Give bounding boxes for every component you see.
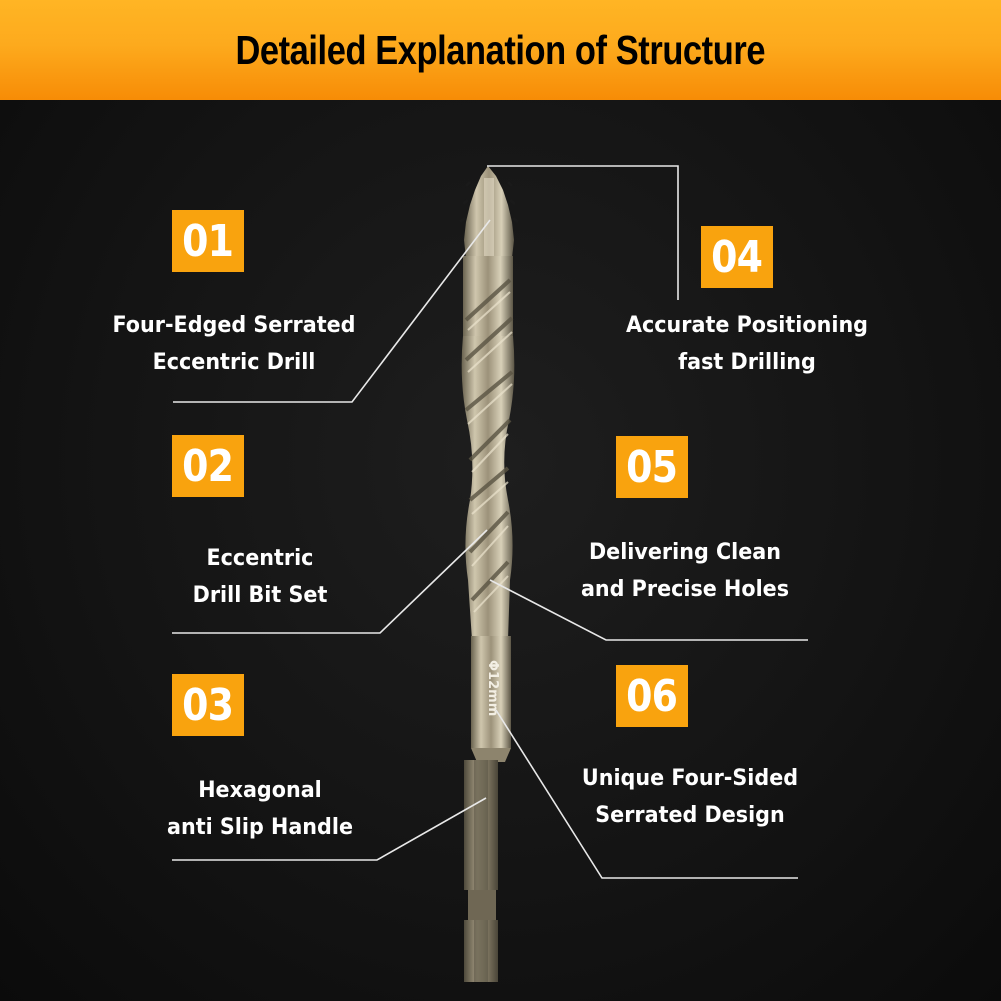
badge-01: 01 bbox=[172, 210, 244, 272]
leader-line-03 bbox=[172, 797, 487, 861]
leader-lines bbox=[172, 165, 808, 879]
badge-05: 05 bbox=[616, 436, 688, 498]
page-title: Detailed Explanation of Structure bbox=[235, 26, 766, 73]
callout-line: and Precise Holes bbox=[580, 576, 790, 602]
callout-line: Hexagonal bbox=[198, 777, 322, 803]
callout-label-06: Unique Four-Sided Serrated Design bbox=[552, 760, 828, 834]
badge-number: 04 bbox=[711, 231, 764, 283]
callout-label-05: Delivering Clean and Precise Holes bbox=[547, 534, 823, 608]
badge-03: 03 bbox=[172, 674, 244, 736]
badge-06: 06 bbox=[616, 665, 688, 727]
callout-line: Drill Bit Set bbox=[192, 582, 328, 608]
callout-line: Delivering Clean bbox=[588, 539, 782, 565]
callout-line: fast Drilling bbox=[678, 349, 816, 375]
size-marking: Φ12mm bbox=[485, 660, 500, 716]
callout-label-02: Eccentric Drill Bit Set bbox=[122, 540, 398, 614]
leader-line-06 bbox=[495, 709, 798, 879]
leader-line-01 bbox=[173, 219, 491, 403]
badge-number: 05 bbox=[626, 441, 679, 493]
callout-label-03: Hexagonal anti Slip Handle bbox=[122, 772, 398, 846]
callout-label-04: Accurate Positioning fast Drilling bbox=[609, 307, 885, 381]
callout-line: Serrated Design bbox=[595, 802, 785, 828]
hex-shank-icon bbox=[464, 760, 498, 982]
badge-number: 02 bbox=[182, 440, 235, 492]
badge-04: 04 bbox=[701, 226, 773, 288]
callout-line: Accurate Positioning bbox=[625, 312, 869, 338]
leader-line-02 bbox=[172, 529, 488, 634]
callout-line: Four-Edged Serrated bbox=[112, 312, 356, 338]
badge-number: 06 bbox=[626, 670, 679, 722]
callout-line: Unique Four-Sided bbox=[581, 765, 799, 791]
drill-tip-icon bbox=[459, 166, 519, 258]
callout-line: anti Slip Handle bbox=[166, 814, 354, 840]
badge-number: 03 bbox=[182, 679, 235, 731]
header-banner: Detailed Explanation of Structure bbox=[0, 0, 1001, 100]
badge-02: 02 bbox=[172, 435, 244, 497]
leader-line-05 bbox=[489, 579, 808, 641]
badge-number: 01 bbox=[182, 215, 235, 267]
callout-line: Eccentric bbox=[206, 545, 314, 571]
callout-line: Eccentric Drill bbox=[152, 349, 316, 375]
drill-shank-icon: Φ12mm bbox=[471, 636, 511, 762]
drill-body-icon bbox=[461, 256, 515, 640]
callout-label-01: Four-Edged Serrated Eccentric Drill bbox=[96, 307, 372, 381]
leader-line-04 bbox=[487, 165, 679, 300]
